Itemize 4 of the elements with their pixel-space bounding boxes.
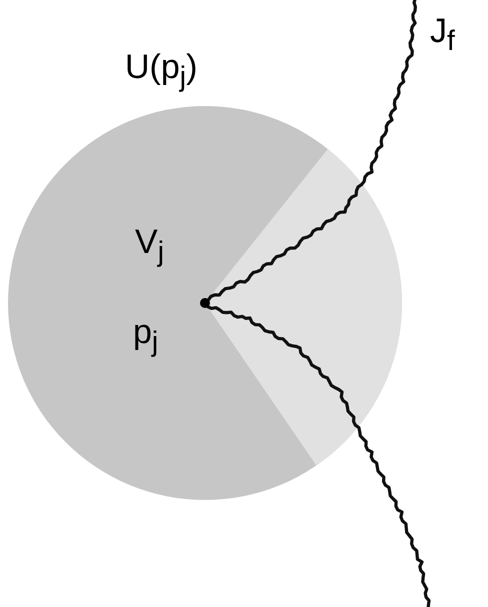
sector-label: V$_{j}$ [135,225,164,266]
set-label: J$_{f}$ [430,14,455,56]
neighborhood-label: U(p$_{j}$) [125,50,198,92]
point-label: p$_{j}$ [133,315,158,356]
